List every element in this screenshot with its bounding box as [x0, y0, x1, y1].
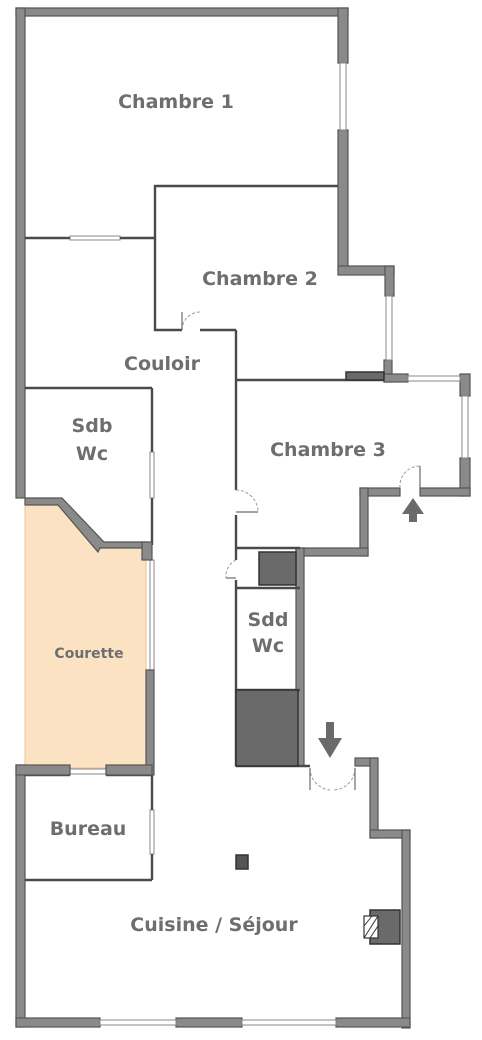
label-cuisine-sejour: Cuisine / Séjour: [130, 914, 298, 936]
outer-walls: [15, 7, 471, 1029]
label-sdd: Sdd: [248, 609, 289, 631]
fixtures: [235, 371, 401, 945]
stair-block-chambre2: [345, 371, 385, 381]
label-sdb: Sdb: [72, 415, 113, 437]
storage-block-top: [258, 551, 297, 586]
arrow-down-icon: [318, 722, 342, 758]
storage-block-bottom: [235, 689, 299, 767]
label-sdd-wc: Wc: [252, 635, 284, 657]
label-chambre1: Chambre 1: [118, 91, 234, 113]
arrow-up-icon: [402, 498, 424, 522]
label-sdb-wc: Wc: [76, 443, 108, 465]
entry-arrows: [318, 498, 424, 758]
label-chambre3: Chambre 3: [270, 439, 386, 461]
label-courette: Courette: [54, 646, 123, 662]
label-bureau: Bureau: [50, 818, 127, 840]
doors: [181, 311, 421, 791]
courette-walls: [15, 497, 155, 776]
chimney-block: [235, 854, 249, 870]
label-couloir: Couloir: [124, 353, 201, 375]
label-chambre2: Chambre 2: [202, 268, 318, 290]
